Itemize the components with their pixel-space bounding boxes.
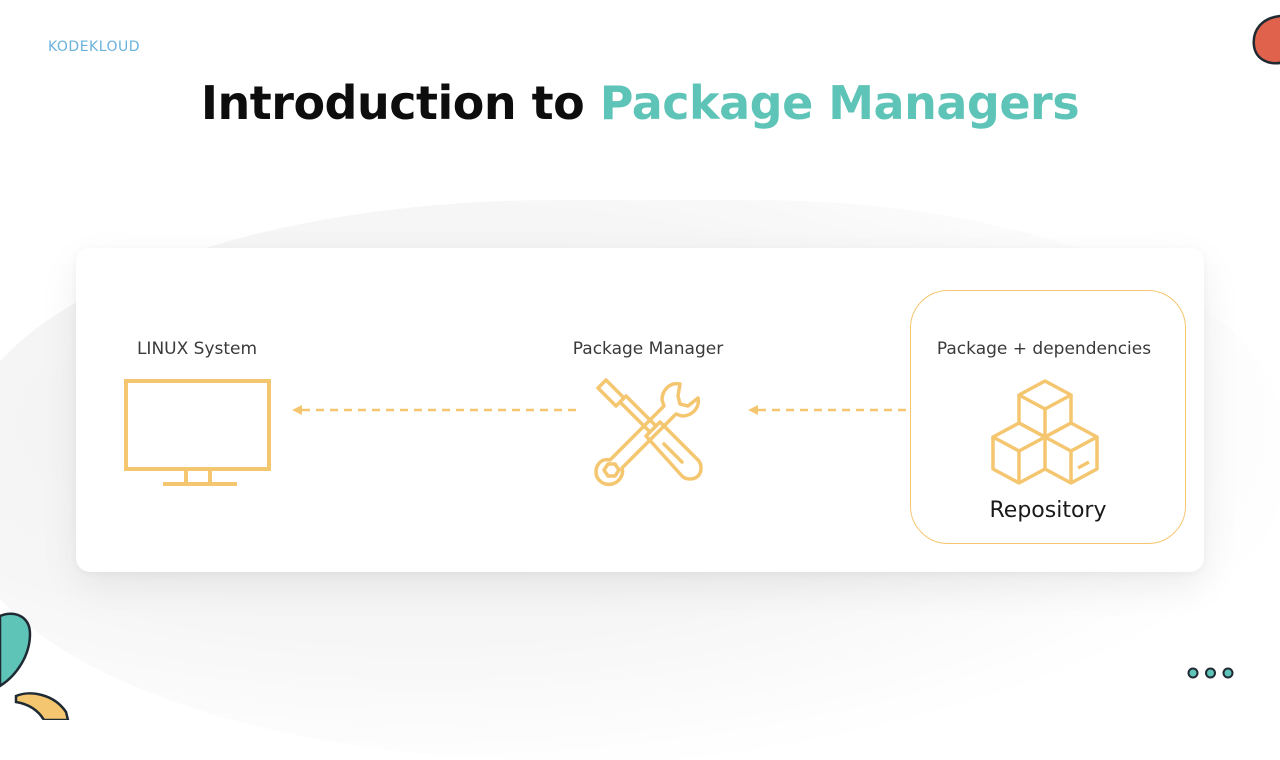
repository-container xyxy=(910,290,1186,544)
boxes-icon xyxy=(991,379,1099,485)
linux-system-label: LINUX System xyxy=(136,339,258,359)
package-manager-label: Package Manager xyxy=(572,339,724,359)
page-title: Introduction to Package Managers xyxy=(0,76,1280,130)
logo-text: KODEKLOUD xyxy=(48,39,141,55)
title-prefix: Introduction to xyxy=(200,76,600,130)
monitor-icon xyxy=(124,379,271,486)
title-accent: Package Managers xyxy=(599,76,1080,130)
three-dots-icon xyxy=(1187,667,1234,679)
arrow-to-linux xyxy=(292,405,580,415)
package-dependencies-label: Package + dependencies xyxy=(936,339,1152,359)
bottom-left-blob-orange xyxy=(14,692,70,720)
top-right-blob xyxy=(1252,14,1280,65)
repository-label: Repository xyxy=(989,498,1107,523)
kodekloud-logo: KODEKLOUD xyxy=(48,39,140,55)
arrow-to-package-manager xyxy=(748,405,912,415)
bottom-left-blob-teal xyxy=(0,612,32,688)
tools-icon xyxy=(594,378,703,487)
